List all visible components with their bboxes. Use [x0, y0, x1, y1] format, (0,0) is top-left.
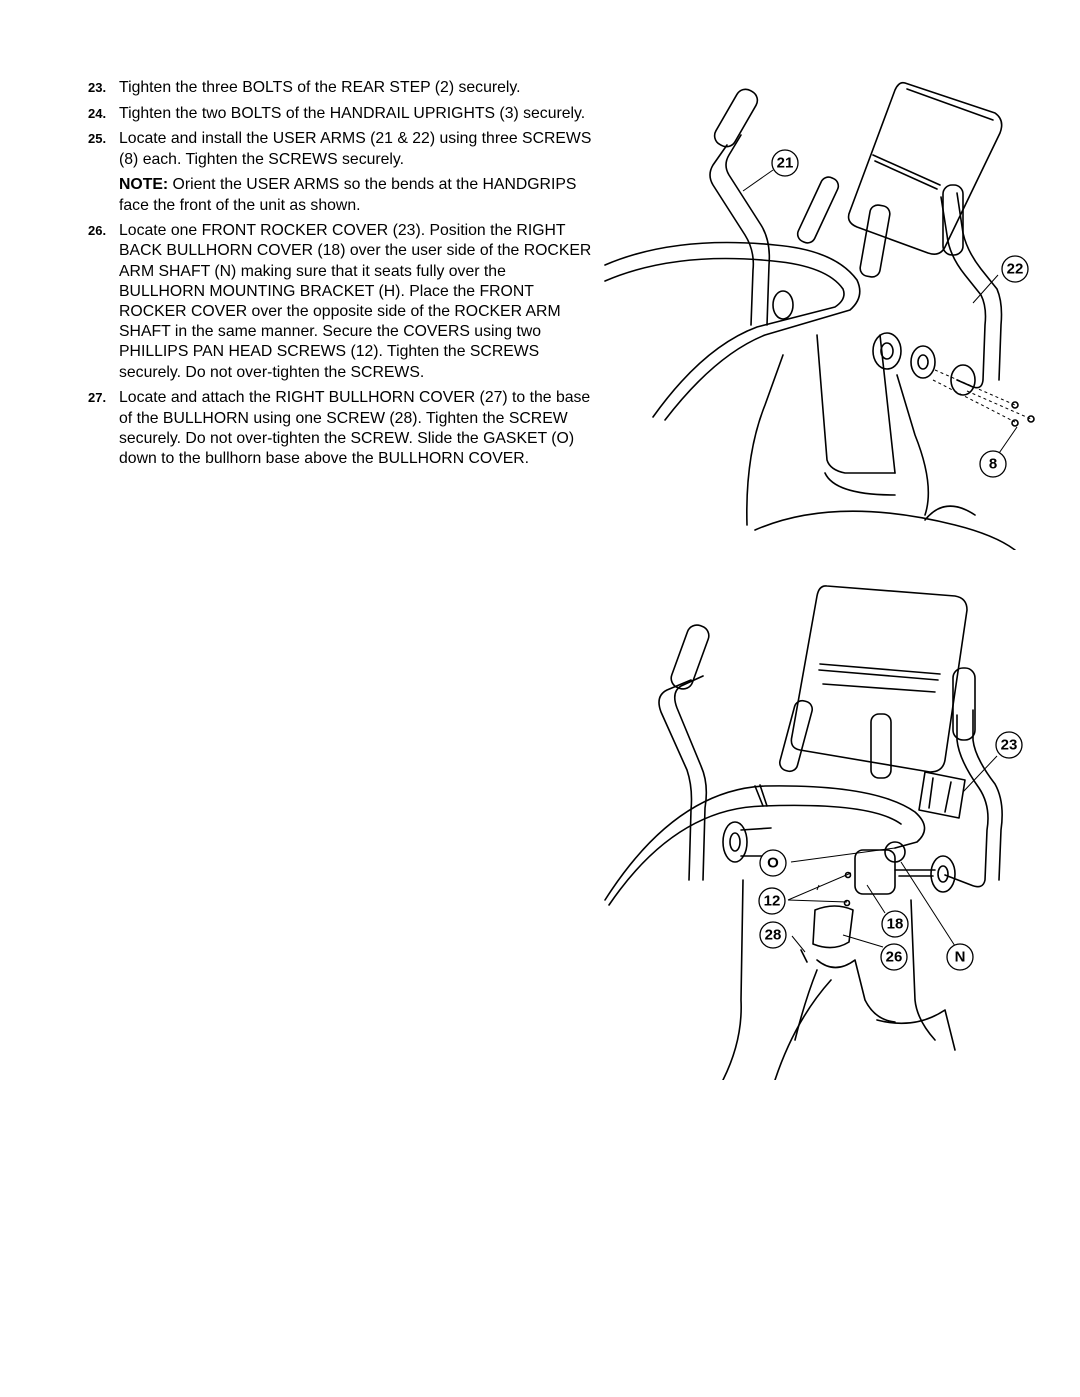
callout-21: 21	[771, 149, 799, 177]
note-text: Orient the USER ARMS so the bends at the…	[119, 176, 577, 214]
rocker-shaft-hub	[872, 332, 902, 370]
step-number: 26.	[88, 223, 107, 239]
step-text: Tighten the two BOLTS of the HANDRAIL UP…	[119, 104, 586, 122]
svg-text:12: 12	[764, 893, 781, 910]
user-arm-21	[709, 144, 755, 326]
callout-O: O	[759, 849, 787, 877]
bullhorn	[604, 241, 861, 421]
callout-22: 22	[1001, 255, 1029, 283]
svg-text:N: N	[955, 949, 966, 966]
step-number: 24.	[88, 105, 107, 121]
step-text: Tighten the three BOLTS of the REAR STEP…	[119, 79, 521, 96]
step-number: 23.	[88, 80, 107, 95]
callout-26: 26	[880, 943, 908, 971]
step-26: 26. Locate one FRONT ROCKER COVER (23). …	[88, 221, 593, 383]
step-text: Locate and install the USER ARMS (21 & 2…	[119, 130, 592, 168]
step-text: Locate and attach the RIGHT BULLHORN COV…	[119, 389, 591, 467]
callout-23: 23	[995, 731, 1023, 759]
step-24: 24. Tighten the two BOLTS of the HANDRAI…	[88, 104, 593, 124]
callout-8: 8	[979, 450, 1007, 478]
step-27: 27. Locate and attach the RIGHT BULLHORN…	[88, 388, 593, 469]
front-rocker-cover-23	[918, 771, 966, 819]
instruction-steps: 23. Tighten the three BOLTS of the REAR …	[88, 78, 593, 475]
note: NOTE: Orient the USER ARMS so the bends …	[119, 175, 593, 215]
svg-text:28: 28	[765, 927, 782, 944]
bullhorn-cover-26	[812, 905, 854, 949]
callout-28: 28	[759, 921, 787, 949]
console	[847, 81, 1003, 255]
callout-12: 12	[758, 887, 786, 915]
svg-text:26: 26	[886, 949, 903, 966]
step-number: 25.	[88, 131, 107, 147]
svg-text:O: O	[767, 855, 779, 872]
callout-18: 18	[881, 910, 909, 938]
svg-text:23: 23	[1001, 737, 1018, 754]
rocker-arm-shaft	[854, 849, 896, 895]
svg-text:21: 21	[777, 155, 794, 172]
svg-text:22: 22	[1007, 261, 1024, 278]
rocker-covers-diagram: 23 O 12 18 28 26 N	[604, 585, 1023, 1080]
step-text: Locate one FRONT ROCKER COVER (23). Posi…	[119, 222, 592, 381]
svg-text:18: 18	[887, 916, 904, 933]
bullhorn	[604, 785, 926, 901]
user-arms-diagram: 21 22 8	[604, 81, 1035, 550]
user-arm-22	[940, 196, 987, 389]
step-number: 27.	[88, 390, 107, 406]
note-label: NOTE:	[119, 176, 169, 194]
step-25: 25. Locate and install the USER ARMS (21…	[88, 129, 593, 169]
svg-text:8: 8	[989, 456, 997, 473]
screw-8-group	[1011, 401, 1035, 427]
console	[790, 585, 968, 773]
callout-N: N	[946, 943, 974, 971]
step-23: 23. Tighten the three BOLTS of the REAR …	[88, 78, 593, 98]
